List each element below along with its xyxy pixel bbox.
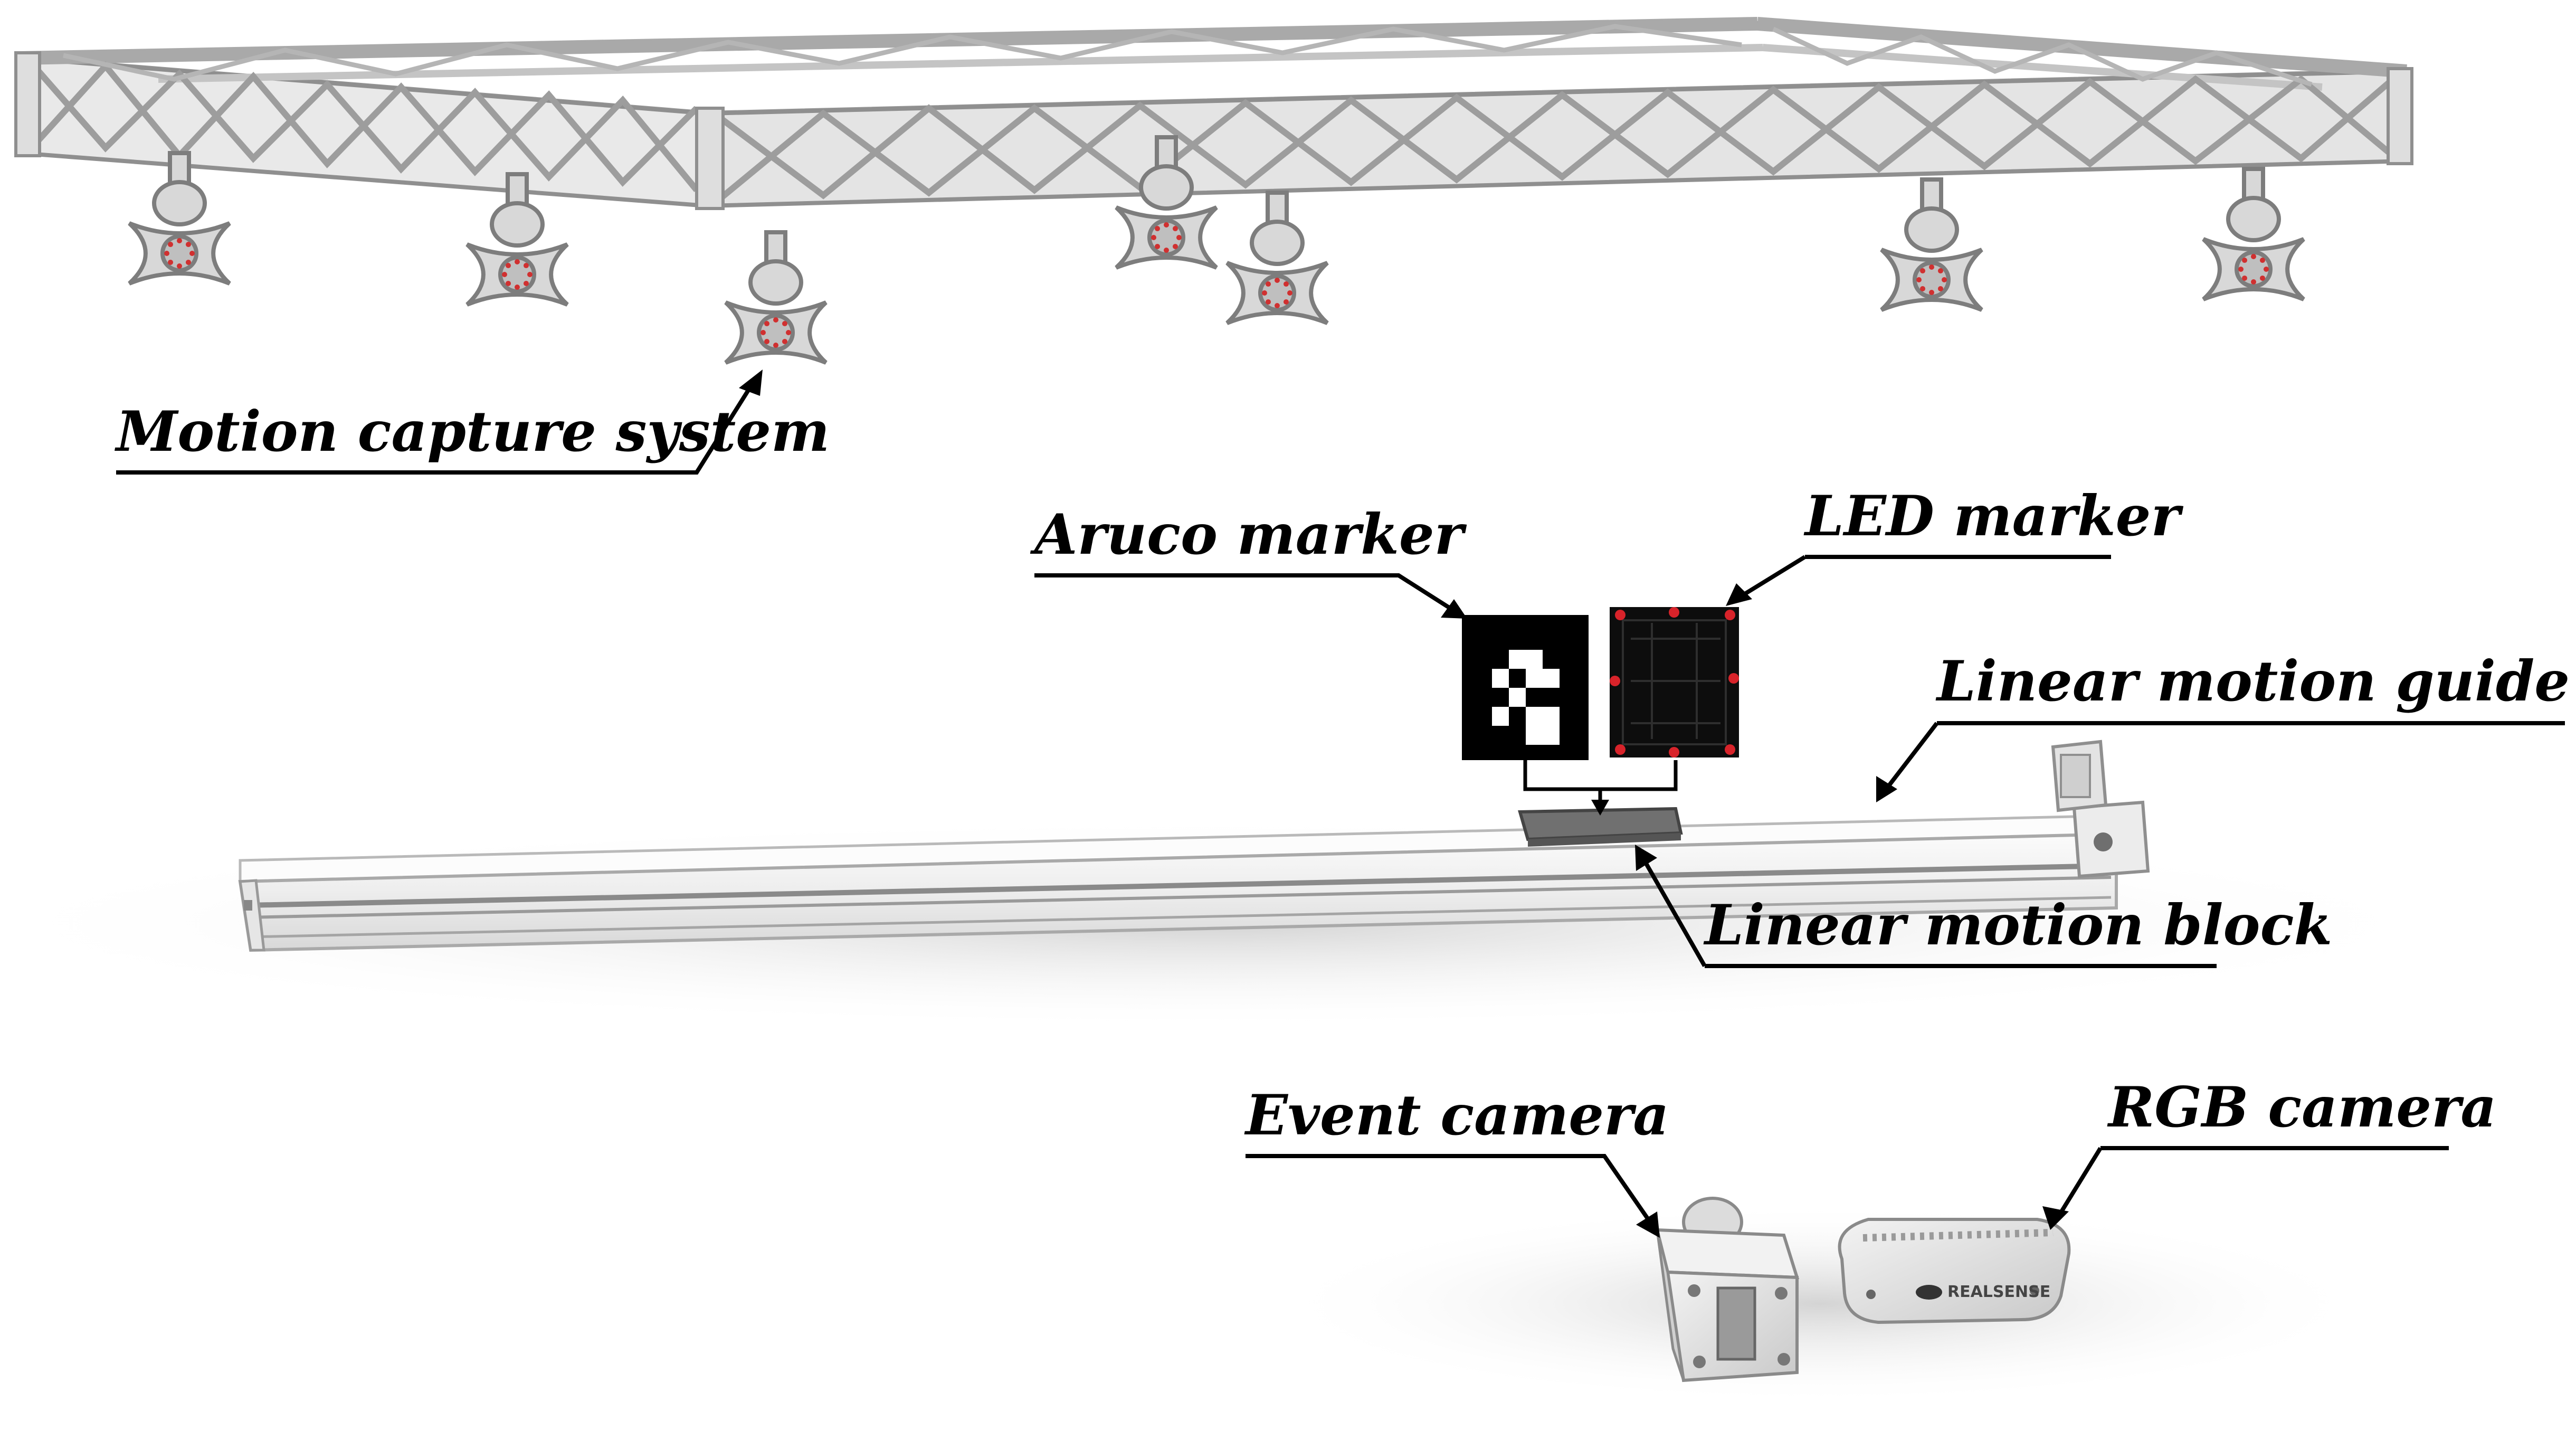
arrow-led	[1726, 583, 1752, 606]
mocap-camera	[1115, 135, 1218, 270]
label-rgb-camera: RGB camera	[2108, 1074, 2497, 1140]
arrow-aruco	[1441, 599, 1467, 619]
aruco-cell	[1492, 707, 1509, 726]
label-event-camera: Event camera	[1246, 1082, 1669, 1148]
led-dot	[1669, 747, 1679, 757]
aruco-cell	[1509, 688, 1526, 707]
led-dot	[1610, 676, 1620, 686]
mocap-cameras	[128, 135, 2305, 365]
aruco-cell	[1543, 726, 1560, 745]
label-linear-motion-block: Linear motion block	[1705, 892, 2333, 958]
aruco-cell	[1543, 669, 1560, 688]
label-motion-capture-system: Motion capture system	[116, 399, 830, 464]
leader-block	[1639, 854, 2217, 968]
aruco-cell	[1526, 707, 1543, 726]
leader-aruco	[1034, 573, 1458, 614]
leader-motion-capture	[116, 378, 757, 475]
arrow-guide-rail	[1876, 776, 1897, 802]
aruco-cell	[1526, 669, 1543, 688]
led-dot	[1725, 610, 1735, 620]
event-camera	[1655, 1197, 1800, 1382]
arrow-rgb-camera	[2042, 1206, 2069, 1230]
aruco-cell	[1492, 669, 1509, 688]
rgb-camera-brand: REALSENSE	[1947, 1283, 2050, 1301]
mocap-camera	[724, 230, 828, 365]
mocap-camera	[1225, 191, 1329, 325]
leader-event-camera	[1246, 1154, 1654, 1226]
label-linear-motion-guide-rail: Linear motion guide rail	[1937, 648, 2576, 714]
led-marker	[1610, 607, 1739, 757]
led-dot	[1728, 673, 1739, 684]
camera-floor-shadow	[1267, 1204, 2375, 1404]
arrow-motion-capture	[739, 370, 763, 396]
leader-lines	[116, 378, 2565, 1226]
aruco-cell	[1543, 707, 1560, 726]
marker-to-block-bracket	[1523, 760, 1678, 816]
rgb-camera	[1838, 1218, 2071, 1324]
led-dot	[1669, 607, 1679, 618]
label-led-marker: LED marker	[1805, 483, 2180, 548]
mocap-camera	[2202, 167, 2305, 301]
led-dot	[1615, 744, 1626, 755]
aruco-cell	[1526, 726, 1543, 745]
aruco-marker	[1462, 615, 1589, 760]
leader-led	[1735, 555, 2111, 601]
arrow-event-camera	[1636, 1211, 1660, 1238]
label-aruco-marker: Aruco marker	[1034, 501, 1463, 567]
mocap-camera	[1880, 177, 1983, 312]
truss-frame	[14, 17, 2413, 210]
led-dot	[1615, 610, 1626, 620]
mocap-camera	[465, 172, 569, 307]
mocap-camera	[128, 151, 231, 286]
leader-guide-rail	[1882, 721, 2565, 793]
aruco-cell	[1526, 650, 1543, 669]
arrow-block	[1635, 845, 1657, 871]
leader-arrowheads	[739, 370, 2069, 1238]
leader-rgb-camera	[2056, 1146, 2449, 1218]
led-dot	[1725, 744, 1735, 755]
aruco-cell	[1509, 650, 1526, 669]
linear-motion-block	[1518, 807, 1683, 847]
